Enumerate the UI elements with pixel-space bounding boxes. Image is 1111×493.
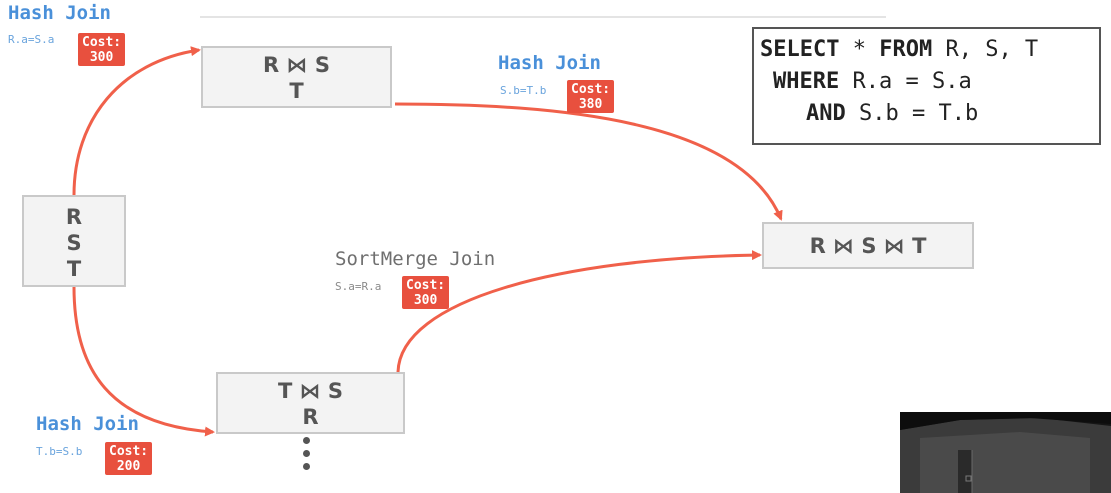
node-line: T ⋈ S: [277, 379, 344, 403]
cost-badge: Cost: 300: [78, 33, 126, 66]
edge-start-to-ts: [72, 286, 215, 437]
sql-text: S.b = T.b: [845, 101, 979, 126]
join-predicate: S.b=T.b: [500, 84, 547, 97]
sql-query-box: SELECT * FROM R, S, T WHERE R.a = S.a AN…: [752, 27, 1101, 145]
sql-keyword: FROM: [879, 37, 933, 62]
cost-label: Cost:: [571, 82, 611, 97]
join-label: Hash Join: [36, 413, 139, 435]
sql-text: R, S, T: [932, 37, 1039, 62]
sql-line-select: SELECT * FROM R, S, T: [760, 35, 1038, 65]
cost-label: Cost:: [82, 35, 122, 50]
sql-keyword: WHERE: [773, 69, 840, 94]
edge-start-to-rs: [72, 46, 201, 196]
join-predicate: T.b=S.b: [36, 445, 83, 458]
edge-rs-to-final: [394, 102, 783, 221]
cost-value: 300: [89, 50, 114, 65]
ellipsis-dot: [303, 450, 310, 457]
more-plans-ellipsis: [303, 437, 310, 476]
sql-keyword: AND: [806, 101, 846, 126]
node-rst-set: R S T: [22, 195, 126, 287]
sql-keyword: SELECT: [760, 37, 840, 62]
cost-value: 200: [116, 459, 141, 474]
join-label: SortMerge Join: [335, 248, 496, 270]
ellipsis-dot: [303, 437, 310, 444]
sql-text: *: [839, 37, 880, 62]
sql-text: R.a = S.a: [839, 69, 972, 94]
cost-label: Cost:: [109, 444, 149, 459]
node-line: R: [65, 205, 83, 229]
node-line: R ⋈ S ⋈ T: [809, 234, 927, 258]
edge-ts-to-final: [396, 250, 762, 373]
ellipsis-dot: [303, 463, 310, 470]
node-t-join-s-then-r: T ⋈ S R: [216, 372, 405, 434]
webcam-image: [900, 412, 1111, 493]
join-label: Hash Join: [8, 2, 111, 24]
cost-badge: Cost: 380: [567, 80, 615, 113]
node-line: S: [66, 231, 82, 255]
join-predicate: R.a=S.a: [8, 33, 55, 46]
node-r-join-s-then-t: R ⋈ S T: [201, 46, 392, 108]
sql-line-where: WHERE R.a = S.a: [773, 67, 972, 97]
cost-badge: Cost: 200: [105, 442, 153, 475]
cost-value: 300: [413, 293, 438, 308]
node-final-result: R ⋈ S ⋈ T: [762, 222, 974, 269]
join-predicate: S.a=R.a: [335, 280, 382, 293]
join-label: Hash Join: [498, 52, 601, 74]
webcam-thumbnail: [900, 412, 1111, 493]
slide-top-rule: [200, 16, 886, 18]
node-line: T: [66, 257, 82, 281]
cost-value: 380: [578, 97, 603, 112]
cost-label: Cost:: [406, 278, 446, 293]
node-line: T: [289, 79, 304, 103]
cost-badge: Cost: 300: [402, 276, 450, 309]
sql-line-and: AND S.b = T.b: [806, 99, 978, 129]
node-line: R ⋈ S: [263, 53, 330, 77]
node-line: R: [302, 405, 319, 429]
